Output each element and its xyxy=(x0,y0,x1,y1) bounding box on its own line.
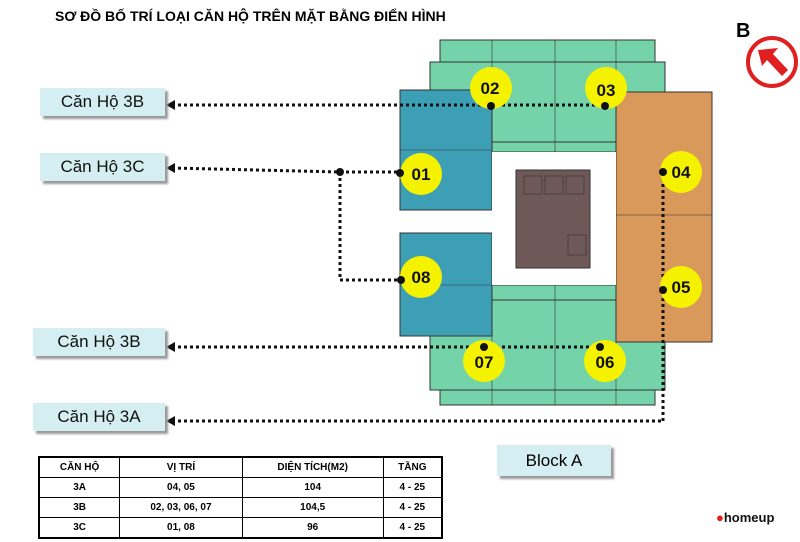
logo-icon: ● xyxy=(716,510,724,525)
wing-left xyxy=(399,89,493,337)
header-position: VỊ TRÍ xyxy=(119,456,243,478)
unit-01: 01 xyxy=(412,165,431,184)
core xyxy=(515,169,591,269)
label-3b-top: Căn Hộ 3B xyxy=(40,88,165,116)
unit-08: 08 xyxy=(412,268,431,287)
unit-04: 04 xyxy=(672,163,691,182)
leader-dots xyxy=(336,102,667,351)
header-area: DIỆN TÍCH(M2) xyxy=(241,456,384,478)
header-type: CĂN HỘ xyxy=(38,456,121,478)
compass-letter: B xyxy=(736,20,751,42)
unit-06: 06 xyxy=(596,353,615,372)
homeup-logo: ●homeup xyxy=(716,510,775,525)
unit-03: 03 xyxy=(597,81,616,100)
unit-markers xyxy=(400,67,702,382)
unit-07: 07 xyxy=(475,353,494,372)
leader-lines xyxy=(171,103,665,423)
block-label: Block A xyxy=(497,445,611,476)
label-3b-bottom: Căn Hộ 3B xyxy=(33,328,165,356)
label-3c: Căn Hộ 3C xyxy=(40,153,165,181)
unit-05: 05 xyxy=(672,278,691,297)
label-3a: Căn Hộ 3A xyxy=(33,403,165,431)
page-title: SƠ ĐỒ BỐ TRÍ LOẠI CĂN HỘ TRÊN MẶT BẰNG Đ… xyxy=(55,8,446,24)
unit-02: 02 xyxy=(481,79,500,98)
table-header: CĂN HỘ VỊ TRÍ DIỆN TÍCH(M2) TẦNG xyxy=(38,456,443,478)
header-floors: TẦNG xyxy=(382,456,443,478)
compass-icon xyxy=(746,36,798,88)
arrowheads xyxy=(166,100,175,426)
